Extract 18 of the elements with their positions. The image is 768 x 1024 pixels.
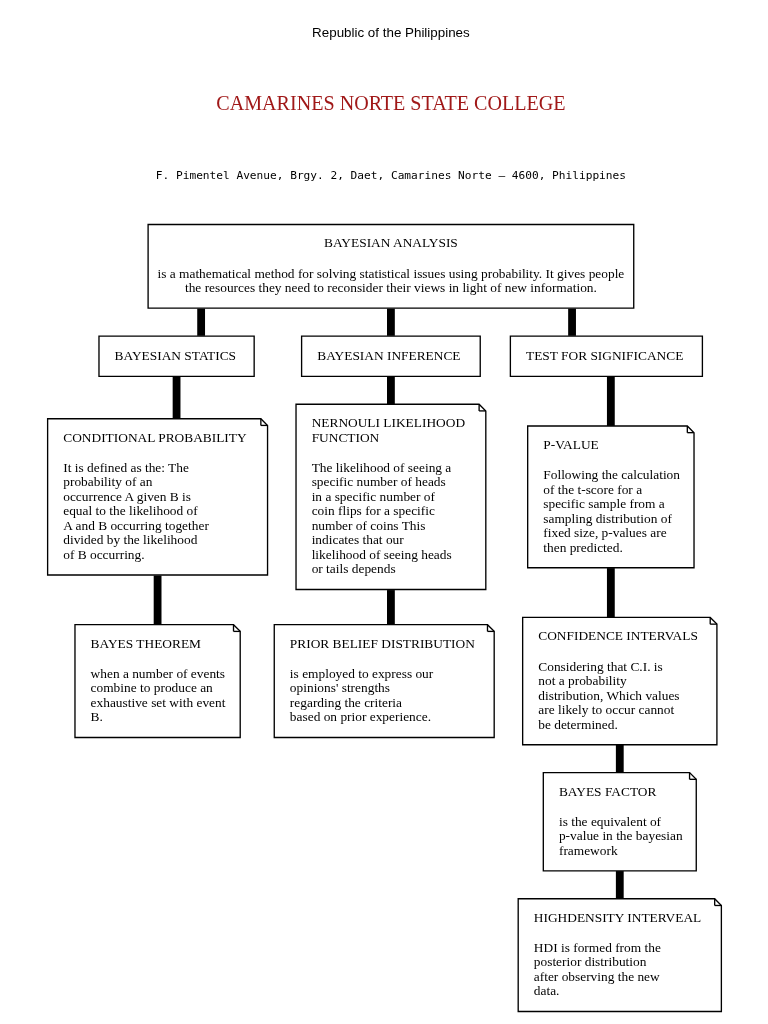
connector [172,375,180,418]
node-box: BAYESIAN STATICS [97,334,255,377]
label: CAMARINES NORTE STATE COLLEGE [215,91,565,114]
node-box: TEST FOR SIGNIFICANCE [509,334,703,377]
label: F. Pimentel Avenue, Brgy. 2, Daet, Camarines Norte – 4600, Philippines [155,168,626,182]
connector [615,870,624,898]
connector [386,308,395,336]
node-box: BAYESIAN ANALYSIS is a mathematical method for solving statistical issues using probability. It gives people the resources they need to reconsider their views in light of new information. [146,223,634,309]
connector [386,375,395,404]
node-box: BAYESIAN INFERENCE [300,334,481,377]
connector [153,575,161,624]
label: Republic of the Philippines [311,24,470,40]
connector [567,308,576,336]
connector [615,744,624,773]
connector [196,308,205,336]
connector [386,589,395,625]
connector [606,567,615,617]
connector [606,375,615,426]
